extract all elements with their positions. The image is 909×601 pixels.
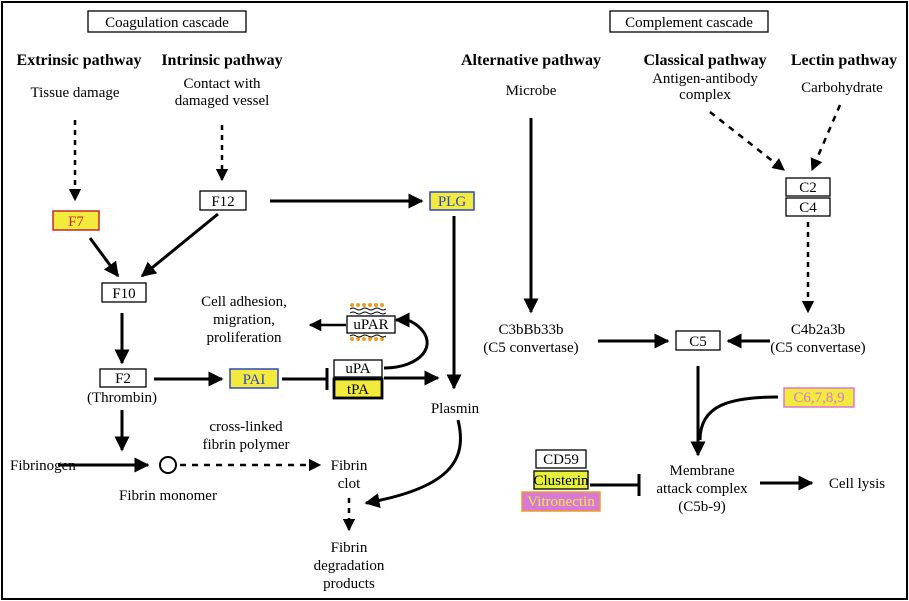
- gene-box-clusterin: [533, 470, 589, 490]
- cell-adhesion-1: Cell adhesion,: [201, 294, 287, 310]
- gene-box-vitronectin: [521, 491, 601, 512]
- antigen-label-1: Antigen-antibody: [652, 71, 758, 87]
- mac-label-3: (C5b-9): [678, 499, 726, 515]
- degradation-1: Fibrin: [331, 540, 368, 556]
- c5-convertase-left: (C5 convertase): [483, 340, 578, 356]
- cell-adhesion-3: proliferation: [207, 330, 282, 346]
- extrinsic-pathway: Extrinsic pathway: [17, 52, 142, 69]
- arrow-c6789-mac: [698, 395, 779, 441]
- alternative-pathway: Alternative pathway: [461, 52, 601, 69]
- gene-box-f7: [52, 210, 100, 231]
- fibrinogen-label: Fibrinogen: [10, 458, 76, 474]
- coagulation-heading: Coagulation cascade: [105, 15, 229, 31]
- fibrin-monomer-label: Fibrin monomer: [119, 488, 217, 504]
- contact-label-2: damaged vessel: [175, 93, 270, 109]
- gene-box-tpa: [332, 377, 384, 400]
- fibrin-clot-2: clot: [338, 476, 361, 492]
- gene-upar: uPAR: [353, 317, 388, 333]
- crosslinked-1: cross-linked: [209, 419, 283, 435]
- gene-plg: PLG: [438, 194, 467, 210]
- gene-box-c5: [675, 330, 721, 351]
- mac-label-2: attack complex: [656, 481, 748, 497]
- gene-c4: C4: [799, 200, 817, 216]
- cell-lysis-label: Cell lysis: [829, 476, 885, 492]
- gene-c5: C5: [689, 334, 707, 350]
- crosslinked-2: fibrin polymer: [202, 437, 289, 453]
- gene-cd59: CD59: [543, 452, 579, 468]
- gene-c6789: C6,7,8,9: [793, 390, 844, 406]
- plasmin-label: Plasmin: [431, 401, 480, 417]
- contact-label-1: Contact with: [183, 76, 261, 92]
- carbohydrate-label: Carbohydrate: [801, 80, 883, 96]
- c5-convertase-right: (C5 convertase): [770, 340, 865, 356]
- degradation-2: degradation: [314, 558, 385, 574]
- fibrin-monomer-node: [159, 456, 177, 474]
- mac-label-1: Membrane: [670, 463, 735, 479]
- gene-box-f2: [99, 368, 147, 388]
- thrombin-label: (Thrombin): [87, 390, 157, 406]
- gene-box-f10: [101, 282, 147, 303]
- degradation-3: products: [323, 576, 375, 592]
- antigen-label-2: complex: [679, 87, 731, 103]
- complement-heading: Complement cascade: [625, 15, 753, 31]
- gene-f2: F2: [115, 371, 131, 387]
- gene-c2: C2: [799, 180, 817, 196]
- arrow-f12-f10: [140, 212, 219, 278]
- coagulation-heading-box: [87, 10, 247, 33]
- gene-box-c4: [785, 197, 831, 217]
- gene-box-pai: [229, 368, 279, 389]
- gene-box-upar: [346, 315, 396, 334]
- gene-vitronectin: Vitronectin: [527, 494, 595, 510]
- gene-upa: uPA: [345, 361, 370, 377]
- gene-f10: F10: [112, 286, 135, 302]
- gene-box-c6789: [783, 387, 855, 408]
- fibrin-clot-1: Fibrin: [331, 458, 368, 474]
- lectin-pathway: Lectin pathway: [791, 52, 897, 69]
- gene-f7: F7: [68, 214, 84, 230]
- arrow-carb-c2: [810, 104, 842, 172]
- microbe-label: Microbe: [506, 83, 557, 99]
- intrinsic-pathway: Intrinsic pathway: [161, 52, 282, 69]
- gene-tpa: tPA: [347, 382, 369, 398]
- complement-heading-box: [609, 10, 769, 33]
- arrow-antigen-c2: [709, 111, 785, 171]
- arrow-f7-f10: [88, 237, 120, 278]
- classical-pathway: Classical pathway: [643, 52, 766, 69]
- gene-clusterin: Clusterin: [534, 473, 589, 489]
- gene-box-c2: [785, 177, 831, 197]
- gene-pai: PAI: [243, 372, 266, 388]
- gene-f12: F12: [211, 194, 234, 210]
- c3bbb3b-label: C3bBb33b: [498, 322, 563, 338]
- gene-box-plg: [429, 191, 475, 211]
- c4b2a3b-label: C4b2a3b: [791, 322, 845, 338]
- cell-adhesion-2: migration,: [213, 312, 275, 328]
- gene-box-cd59: [535, 449, 587, 469]
- arrow-upa-upar: [383, 312, 429, 370]
- gene-box-upa: [333, 359, 383, 378]
- arrow-plasmin-degradation: [364, 419, 462, 509]
- gene-box-f12: [199, 190, 247, 211]
- tissue-damage-label: Tissue damage: [30, 85, 119, 101]
